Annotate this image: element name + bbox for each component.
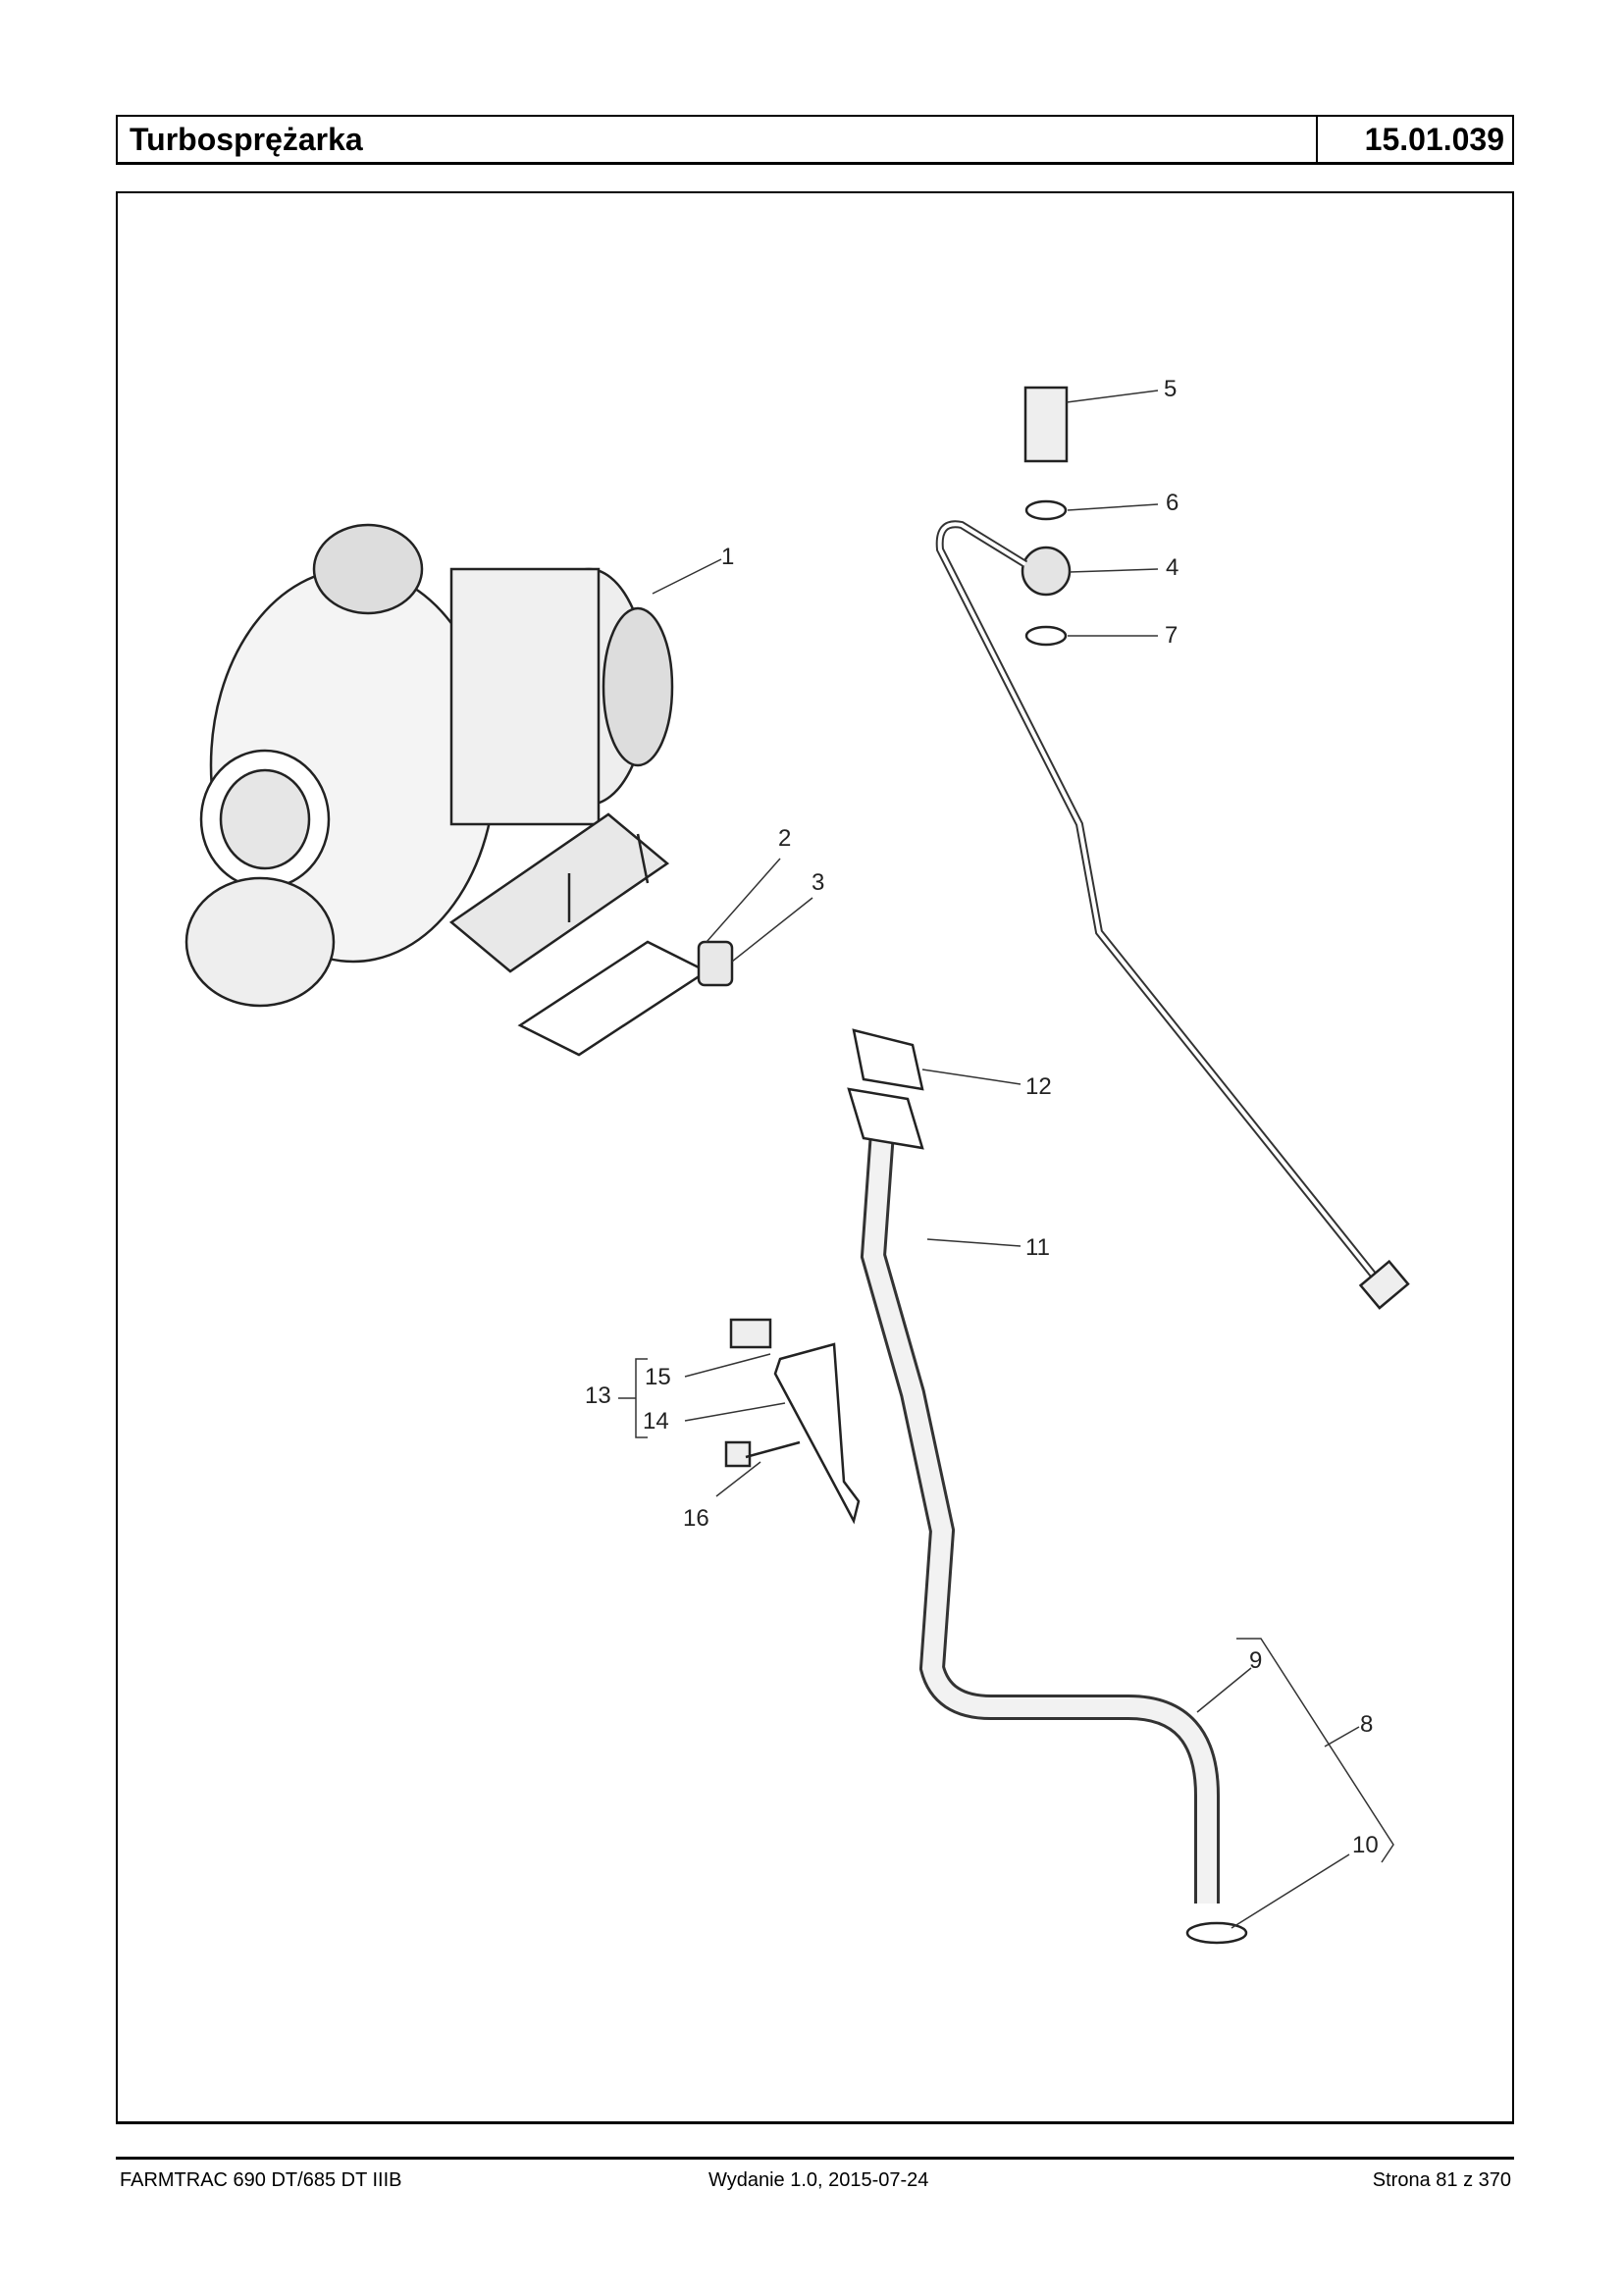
callout-12: 12 xyxy=(1025,1073,1052,1100)
callout-16: 16 xyxy=(683,1505,709,1532)
gasket-and-nut xyxy=(517,940,734,1057)
callout-labels: 1 2 3 4 5 6 7 8 9 10 11 12 13 14 15 16 xyxy=(585,376,1379,1858)
callout-14: 14 xyxy=(643,1408,669,1434)
page-header: Turbosprężarka 15.01.039 xyxy=(116,115,1514,165)
callout-1: 1 xyxy=(721,544,734,570)
callout-2: 2 xyxy=(778,825,791,852)
oil-return-pipe xyxy=(724,1028,1248,1945)
callout-13: 13 xyxy=(585,1382,611,1409)
diagram-frame xyxy=(116,191,1514,2124)
footer-page: Strona 81 z 370 xyxy=(1372,2169,1511,2191)
callout-7: 7 xyxy=(1165,622,1178,649)
callout-10: 10 xyxy=(1352,1832,1379,1858)
footer-model: FARMTRAC 690 DT/685 DT IIIB xyxy=(120,2169,402,2191)
oil-feed-pipe xyxy=(935,386,1410,1310)
callout-3: 3 xyxy=(812,869,824,896)
leader-lines xyxy=(618,390,1394,1929)
page-title: Turbosprężarka xyxy=(130,122,363,157)
callout-8: 8 xyxy=(1360,1711,1373,1738)
callout-5: 5 xyxy=(1164,376,1177,402)
section-code: 15.01.039 xyxy=(1316,117,1512,162)
callout-9: 9 xyxy=(1249,1647,1262,1674)
callout-15: 15 xyxy=(645,1364,671,1390)
callout-6: 6 xyxy=(1166,490,1179,516)
footer-edition: Wydanie 1.0, 2015-07-24 xyxy=(708,2169,929,2191)
footer-divider xyxy=(116,2157,1514,2160)
callout-4: 4 xyxy=(1166,554,1179,581)
callout-11: 11 xyxy=(1025,1234,1050,1261)
turbocharger-drawing xyxy=(184,523,674,1008)
